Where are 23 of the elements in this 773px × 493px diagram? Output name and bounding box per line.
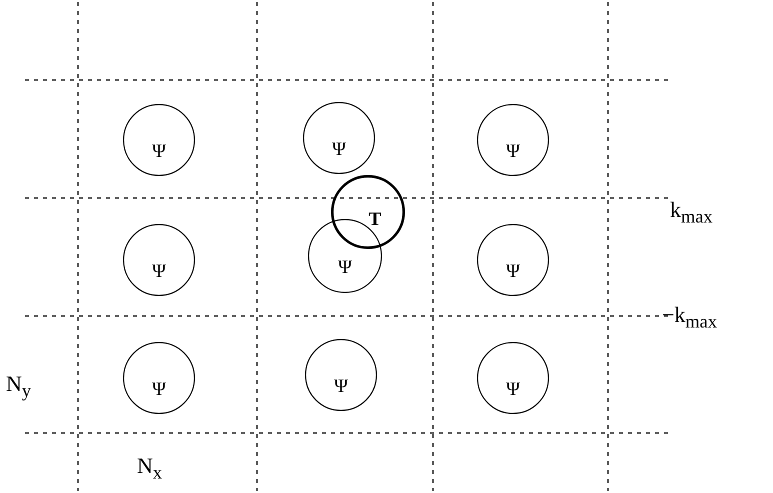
circle-node [477, 104, 549, 176]
symbol-label: Ψ [332, 377, 350, 397]
circle-node [331, 175, 405, 249]
axis-label: N$_{y}$ [6, 372, 32, 402]
circle-node [123, 342, 195, 414]
symbol-label: Ψ [504, 262, 522, 282]
circle-node [305, 339, 377, 411]
symbol-label: Ψ [336, 258, 354, 278]
axis-label: N$_{x}$ [137, 454, 162, 484]
symbol-label: Ψ [504, 142, 522, 162]
circle-node [477, 342, 549, 414]
symbol-label: Ψ [150, 142, 168, 162]
symbol-label: Ψ [150, 380, 168, 400]
symbol-label: Ψ [330, 140, 348, 160]
circle-node [303, 102, 375, 174]
circle-node [123, 104, 195, 176]
circle-node [477, 224, 549, 296]
circle-node [123, 224, 195, 296]
symbol-label: T [368, 210, 382, 230]
symbol-label: Ψ [150, 262, 168, 282]
axis-label: −k$_{max}$ [662, 303, 717, 334]
axis-label: k$_{max}$ [670, 198, 713, 228]
symbol-label: Ψ [504, 380, 522, 400]
